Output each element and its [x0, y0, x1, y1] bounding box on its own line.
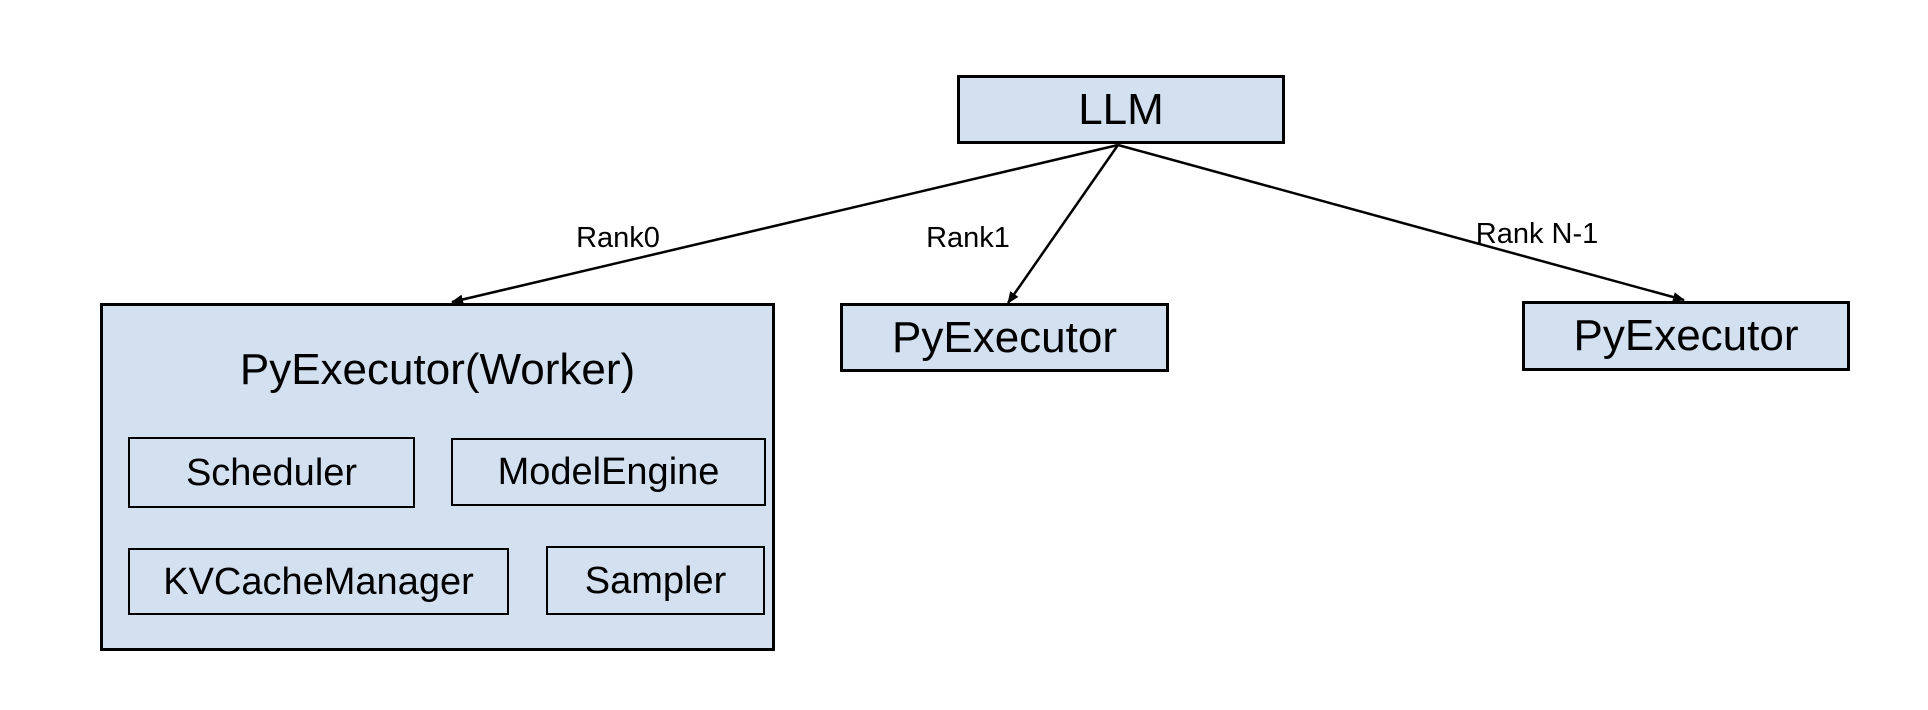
pyexecutor-rank1-label: PyExecutor [892, 312, 1117, 362]
edge-label-rank0: Rank0 [576, 222, 660, 254]
pyexecutor-rank1-node: PyExecutor [840, 303, 1169, 372]
llm-node-label: LLM [1078, 84, 1164, 134]
kvcachemanager-node: KVCacheManager [128, 548, 509, 615]
scheduler-node-label: Scheduler [185, 451, 358, 494]
llm-node: LLM [957, 75, 1285, 144]
scheduler-node: Scheduler [128, 437, 415, 508]
edge-label-rank-n-1: Rank N-1 [1475, 218, 1599, 250]
pyexecutor-worker-title: PyExecutor(Worker) [239, 345, 636, 394]
sampler-node: Sampler [546, 546, 765, 615]
pyexecutor-worker-node: PyExecutor(Worker) Scheduler ModelEngine… [100, 303, 775, 651]
edge-label-rank1: Rank1 [926, 222, 1010, 254]
pyexecutor-rank-n-1-node: PyExecutor [1522, 301, 1850, 371]
kvcachemanager-node-label: KVCacheManager [163, 560, 474, 603]
modelengine-node-label: ModelEngine [497, 451, 720, 493]
modelengine-node: ModelEngine [451, 438, 766, 506]
pyexecutor-rank-n-1-label: PyExecutor [1573, 311, 1799, 360]
sampler-node-label: Sampler [584, 559, 727, 602]
